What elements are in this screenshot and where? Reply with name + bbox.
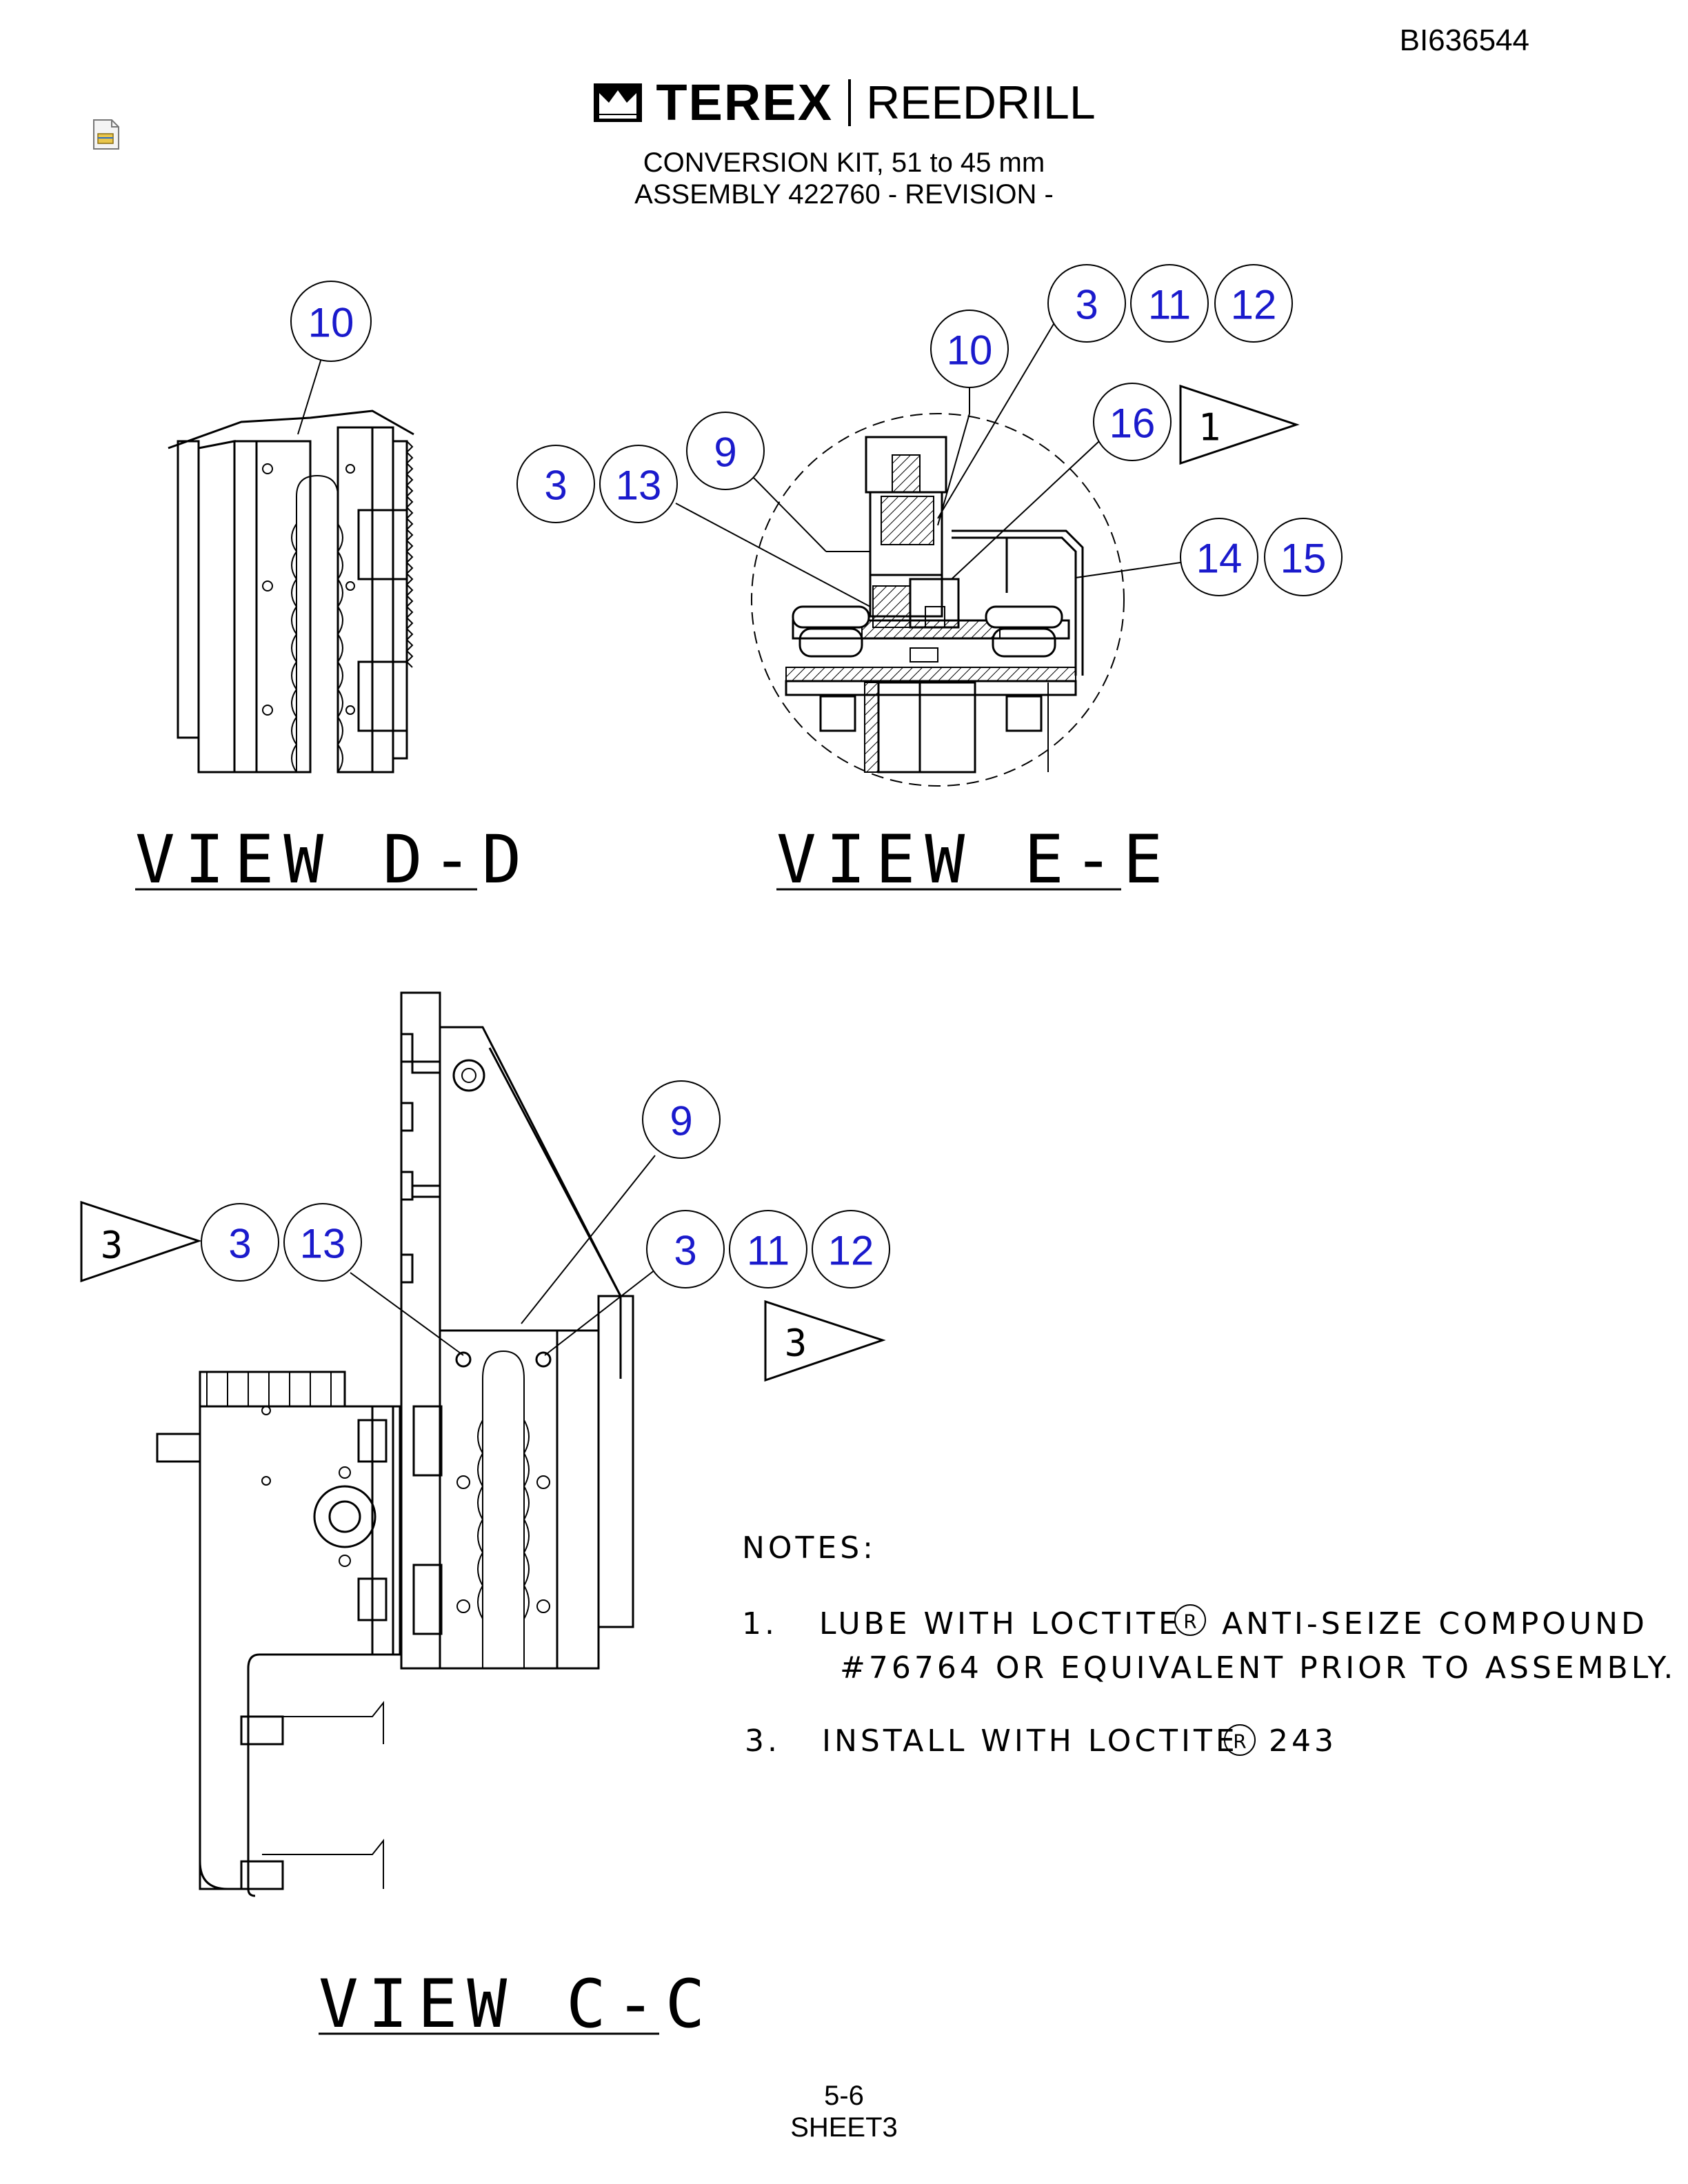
callout-ee-11: 11	[1130, 264, 1209, 343]
svg-text:3: 3	[228, 1221, 251, 1267]
cc-flag-left-text: 3	[101, 1224, 123, 1267]
registered-mark-3-text: R	[1233, 1730, 1246, 1753]
page-number: 5-6	[824, 2081, 864, 2111]
view-c-c-drawing	[156, 991, 634, 1897]
svg-text:3: 3	[544, 463, 567, 509]
brand-logo: TEREX REEDRILL	[0, 73, 1688, 132]
svg-text:14: 14	[1196, 536, 1243, 582]
leader-cc-3-13	[350, 1272, 464, 1356]
svg-text:9: 9	[714, 429, 736, 476]
notes-block: NOTES: 1. LUBE WITH LOCTITE R ANTI-SEIZE…	[742, 1530, 1676, 1759]
registered-mark-1	[1174, 1604, 1206, 1636]
cc-flag-right	[764, 1300, 886, 1382]
leader-ee-14-15	[1075, 562, 1181, 578]
view-d-d-label: VIEW D-D	[135, 821, 531, 898]
leader-cc-3-11-12	[544, 1269, 656, 1356]
cc-flag-right-text: 3	[785, 1322, 807, 1365]
logo-divider	[848, 79, 852, 126]
callout-cc-12: 12	[812, 1210, 890, 1288]
callout-ee-10: 10	[930, 310, 1009, 388]
callout-dd-10: 10	[290, 281, 372, 362]
note-3-number: 3.	[745, 1723, 781, 1759]
svg-text:13: 13	[300, 1221, 346, 1267]
callout-ee-14: 14	[1180, 518, 1258, 596]
svg-text:13: 13	[616, 463, 662, 509]
brand-name: TEREX	[656, 74, 834, 131]
leader-ee-3-11-12	[937, 323, 1054, 519]
svg-text:3: 3	[674, 1228, 696, 1274]
callout-ee-3b: 3	[516, 445, 595, 523]
view-e-e-label: VIEW E-E	[776, 821, 1172, 898]
cc-flag-left	[80, 1200, 202, 1283]
ee-flag-text: 1	[1198, 406, 1221, 449]
title-line-2: ASSEMBLY 422760 - REVISION -	[634, 179, 1054, 210]
document-id: BI636544	[1399, 23, 1529, 57]
callout-ee-13: 13	[599, 445, 678, 523]
leader-ee-10b	[937, 413, 970, 526]
view-d-d-drawing	[168, 410, 414, 774]
svg-text:16: 16	[1109, 401, 1156, 447]
view-e-e-drawing	[751, 413, 1125, 787]
note-3-line-1b: 243	[1269, 1723, 1337, 1759]
note-1-number: 1.	[742, 1606, 778, 1641]
note-1-line-1b: ANTI-SEIZE COMPOUND	[1222, 1606, 1648, 1641]
callout-ee-3a: 3	[1047, 264, 1126, 343]
notes-heading: NOTES:	[742, 1530, 876, 1566]
callout-ee-12: 12	[1214, 264, 1293, 343]
svg-text:9: 9	[670, 1098, 692, 1144]
callout-cc-11: 11	[729, 1210, 807, 1288]
note-1-line-1: LUBE WITH LOCTITE	[819, 1606, 1181, 1641]
callout-ee-9: 9	[686, 412, 765, 490]
document-icon[interactable]	[92, 119, 120, 150]
svg-text:11: 11	[1148, 282, 1191, 328]
leader-cc-9	[521, 1155, 656, 1324]
svg-text:3: 3	[1075, 282, 1098, 328]
title-line-1: CONVERSION KIT, 51 to 45 mm	[643, 148, 1045, 178]
sheet-number: SHEET3	[790, 2112, 898, 2143]
callout-cc-13: 13	[283, 1203, 362, 1282]
svg-text:10: 10	[947, 327, 993, 374]
leader-ee-3-13	[675, 503, 871, 607]
registered-mark-3	[1224, 1724, 1256, 1756]
leader-ee-16	[951, 441, 1100, 580]
note-3-line-1: INSTALL WITH LOCTITE	[822, 1723, 1238, 1759]
view-c-c-label: VIEW C-C	[319, 1965, 714, 2043]
callout-cc-9: 9	[642, 1080, 721, 1159]
svg-text:10: 10	[308, 300, 354, 346]
svg-text:12: 12	[828, 1228, 874, 1274]
callout-cc-3a: 3	[201, 1203, 279, 1282]
leader-dd-10	[297, 358, 322, 435]
terex-crown-icon	[594, 83, 643, 122]
note-1-line-2: #76764 OR EQUIVALENT PRIOR TO ASSEMBLY.	[840, 1650, 1676, 1686]
brand-subname: REEDRILL	[866, 76, 1096, 129]
callout-cc-3b: 3	[646, 1210, 725, 1288]
ee-flag-marker	[1179, 384, 1300, 465]
registered-mark-1-text: R	[1183, 1610, 1196, 1633]
leader-ee-9a	[751, 475, 827, 552]
svg-text:11: 11	[747, 1228, 790, 1274]
svg-text:12: 12	[1231, 282, 1277, 328]
svg-text:15: 15	[1280, 536, 1327, 582]
callout-ee-15: 15	[1264, 518, 1343, 596]
callout-ee-16: 16	[1093, 383, 1172, 461]
